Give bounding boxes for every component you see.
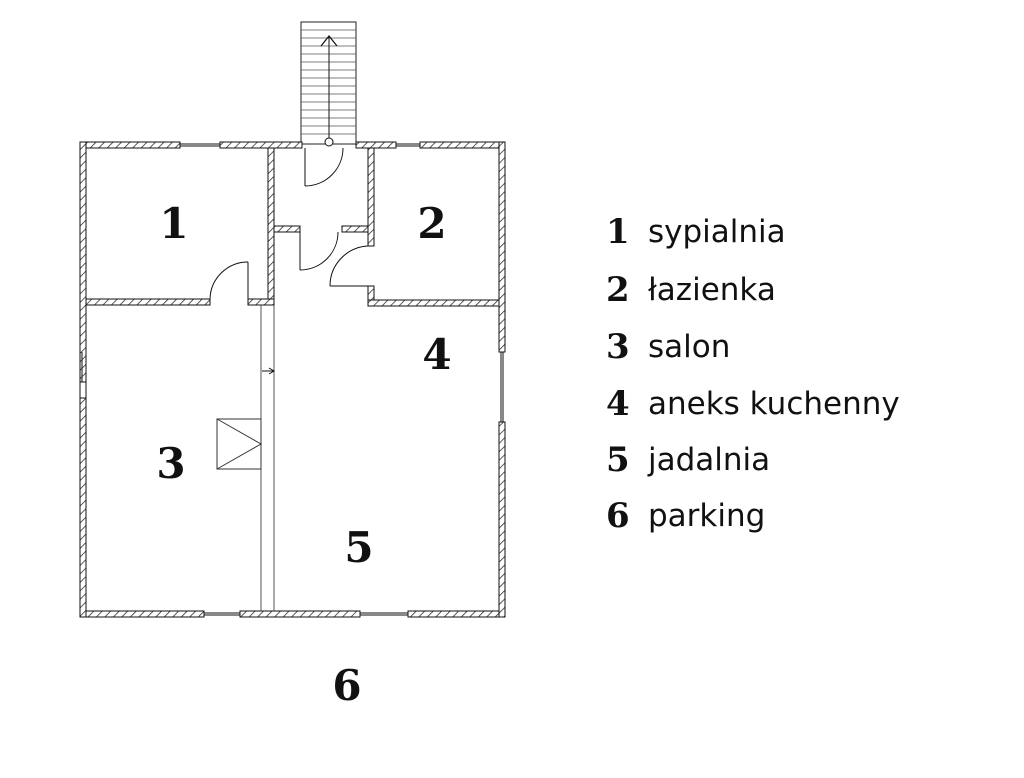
legend-number: 6 xyxy=(606,496,630,536)
room-2-number: 2 xyxy=(417,199,446,248)
legend-number: 4 xyxy=(606,384,630,424)
legend-number: 5 xyxy=(606,440,630,480)
interior-fixtures xyxy=(216,305,275,611)
legend-number: 2 xyxy=(606,270,630,310)
room-3-number: 3 xyxy=(156,439,185,488)
legend-number: 1 xyxy=(606,212,630,252)
legend-label: aneks kuchenny xyxy=(648,386,900,422)
legend-label: łazienka xyxy=(648,272,776,308)
doors xyxy=(209,147,369,300)
windows xyxy=(79,143,504,616)
room-4-number: 4 xyxy=(422,330,451,379)
legend-number: 3 xyxy=(606,327,630,367)
room-1-number: 1 xyxy=(159,199,188,248)
room-6-number: 6 xyxy=(332,661,361,710)
entrance-stairs xyxy=(300,21,357,147)
legend-label: sypialnia xyxy=(648,214,786,250)
room-5-number: 5 xyxy=(344,523,373,572)
legend-label: jadalnia xyxy=(648,442,771,478)
legend-label: parking xyxy=(648,498,766,534)
legend-label: salon xyxy=(648,329,731,365)
interior-walls xyxy=(85,147,500,307)
